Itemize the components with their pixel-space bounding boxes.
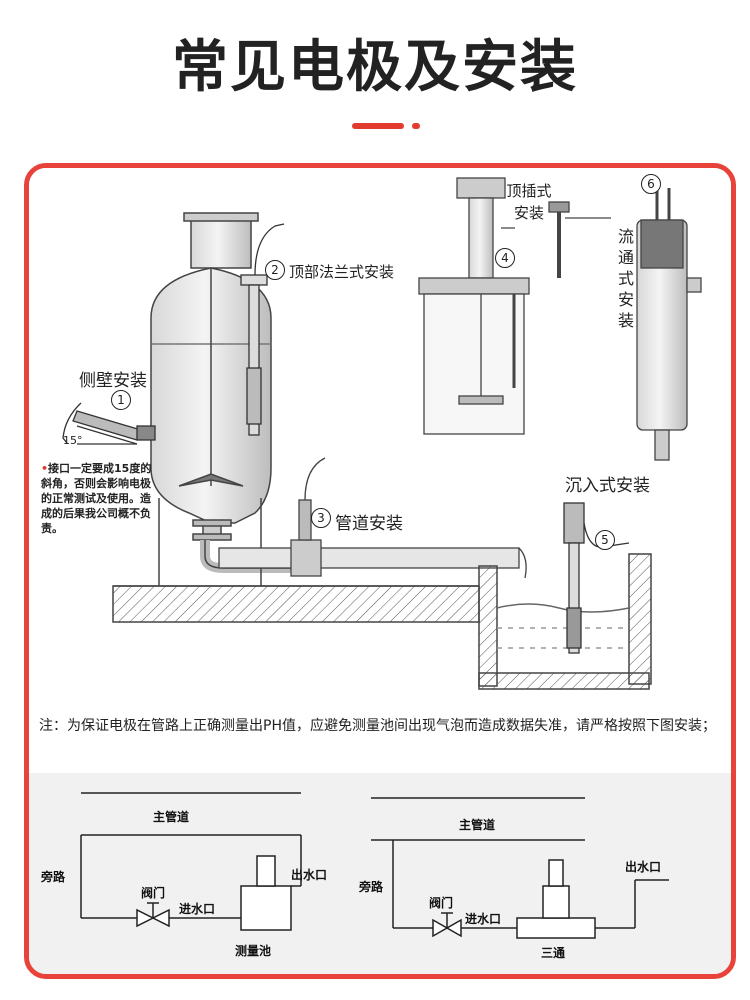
install-3-number: 3 (311, 508, 331, 528)
install-4-number: 4 (495, 248, 515, 268)
install-5-number: 5 (595, 530, 615, 550)
left-outlet-label: 出水口 (291, 868, 328, 882)
left-cell-label: 测量池 (235, 944, 272, 958)
reactor-vessel (150, 212, 299, 586)
submersion-electrode (563, 502, 630, 654)
install-6-number: 6 (641, 174, 661, 194)
right-outlet-label: 出水口 (625, 860, 662, 874)
pipeline (218, 457, 527, 579)
top-insert-label-1: 顶插式安装 (506, 182, 552, 222)
submerge-install-label: 沉入式安装 (565, 476, 650, 496)
flange-electrode (240, 223, 285, 436)
flow-install-label: 流通式安装 (617, 227, 634, 330)
left-bypass-label: 旁路 (41, 870, 66, 884)
ground (112, 553, 652, 690)
left-main-pipe-label: 主管道 (153, 810, 190, 824)
right-inlet-label: 进水口 (465, 912, 502, 926)
title-accent-dot (412, 123, 420, 129)
left-valve-label: 阀门 (141, 886, 166, 900)
left-inlet-label: 进水口 (179, 902, 216, 916)
side-install-angle: 15° (63, 434, 83, 447)
pipe-install-label: 管道安装 (335, 514, 403, 534)
schematic-left (80, 792, 302, 931)
installation-diagram-panel: 1 侧壁安装 15° 2 顶部法兰式安装 3 管道安装 4 顶插式安装 5 沉入… (24, 163, 736, 979)
schematic-right (371, 797, 669, 939)
title-accent-bar (352, 123, 404, 129)
top-insert-electrode (418, 177, 570, 435)
flange-install-label: 顶部法兰式安装 (289, 263, 395, 281)
installation-note: 注：为保证电极在管路上正确测量出PH值，应避免测量池间出现气泡而造成数据失准，请… (39, 718, 716, 734)
right-bypass-label: 旁路 (359, 880, 384, 894)
side-wall-electrode (62, 402, 156, 445)
installation-drawing (29, 168, 731, 974)
right-valve-label: 阀门 (429, 896, 454, 910)
warning-note: •接口一定要成15度的斜角，否则会影响电极的正常测试及使用。造成的后果我公司概不… (41, 461, 153, 536)
warning-text: 接口一定要成15度的斜角，否则会影响电极的正常测试及使用。造成的后果我公司概不负… (41, 462, 152, 535)
page-title: 常见电极及安装 (172, 35, 578, 100)
side-install-label: 侧壁安装 (79, 371, 147, 391)
warning-bullet: • (41, 462, 49, 475)
install-2-number: 2 (265, 260, 285, 280)
right-main-pipe-label: 主管道 (459, 818, 496, 832)
install-1-number: 1 (111, 390, 131, 410)
right-tee-label: 三通 (541, 946, 566, 960)
flow-through-electrode (565, 188, 702, 461)
